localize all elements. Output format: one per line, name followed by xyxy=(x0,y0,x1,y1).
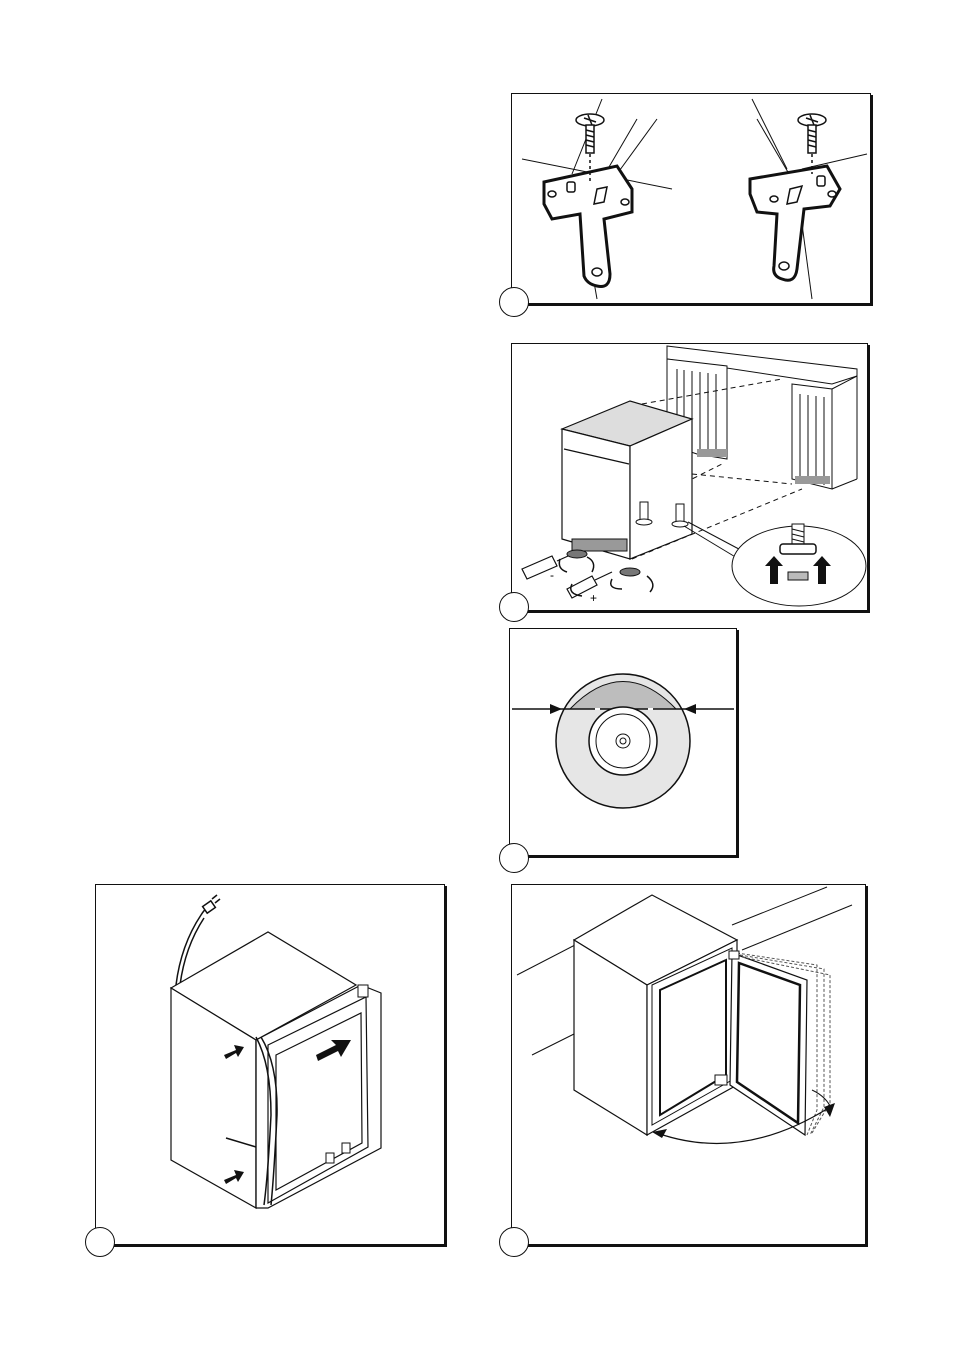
right-screw-icon xyxy=(798,114,826,174)
figure-number-badge xyxy=(499,1227,529,1257)
figure-door-opening xyxy=(511,884,866,1245)
right-bracket xyxy=(750,166,840,280)
left-arrow-icon xyxy=(512,704,562,714)
figure-number-badge xyxy=(85,1227,115,1257)
screwdriver-icon xyxy=(522,552,612,598)
adjustable-foot-detail xyxy=(732,524,866,606)
minus-label: - xyxy=(550,568,554,582)
figure-number-badge xyxy=(499,287,529,317)
figure-foot-disc-detail xyxy=(509,628,737,856)
figure-mounting-brackets xyxy=(511,93,871,304)
door-seal-illustration xyxy=(96,885,444,1244)
figure-number-badge xyxy=(499,592,529,622)
figure-number-badge xyxy=(499,843,529,873)
appliance-insertion-illustration: - + xyxy=(512,344,867,610)
foot-disc-illustration xyxy=(510,629,736,855)
left-bracket xyxy=(544,166,632,287)
figure-appliance-insertion: - + xyxy=(511,343,868,611)
plus-label: + xyxy=(590,591,597,605)
right-arrow-icon xyxy=(684,704,734,714)
figure-door-seal-fitting xyxy=(95,884,445,1245)
door-opening-illustration xyxy=(512,885,865,1244)
mounting-brackets-illustration xyxy=(512,94,870,303)
